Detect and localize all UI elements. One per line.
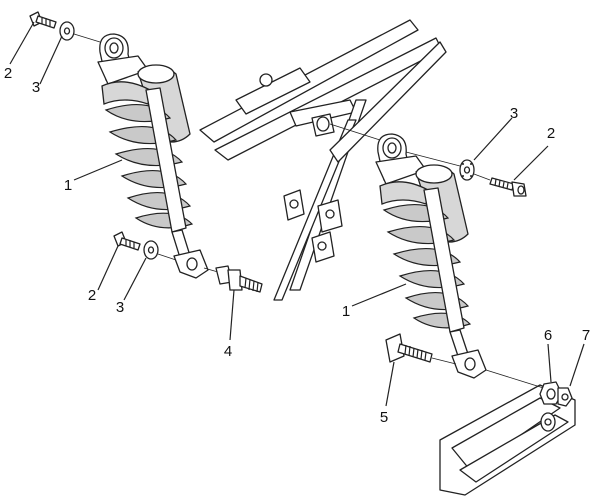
bolt-top-left — [29, 11, 57, 29]
washer-top-right — [459, 159, 475, 181]
swingarm — [439, 384, 576, 496]
callout-1-right: 1 — [342, 303, 350, 320]
bolt-top-right — [489, 177, 527, 197]
callout-3-top-left: 3 — [32, 79, 40, 96]
callout-2-top-right: 2 — [547, 125, 555, 142]
callout-7: 7 — [582, 327, 590, 344]
callout-2-top-left: 2 — [4, 65, 12, 82]
callout-3-top-right: 3 — [510, 105, 518, 122]
shock-absorber-right — [375, 133, 487, 379]
frame — [199, 19, 447, 301]
bolt-lower — [385, 333, 433, 363]
stud-bolt — [203, 265, 263, 293]
callout-4: 4 — [224, 343, 232, 360]
cap-nut — [557, 387, 573, 407]
leader-lines — [9, 21, 585, 407]
washer-top-left — [59, 21, 75, 41]
callout-3-mid-left: 3 — [116, 299, 124, 316]
washer-mid-left — [143, 240, 159, 260]
callout-5: 5 — [380, 409, 388, 426]
shock-absorber-left — [97, 33, 209, 279]
callout-1-left: 1 — [64, 177, 72, 194]
nut — [539, 381, 563, 405]
callout-2-mid-left: 2 — [88, 287, 96, 304]
bolt-mid-left — [113, 231, 141, 251]
callout-6: 6 — [544, 327, 552, 344]
